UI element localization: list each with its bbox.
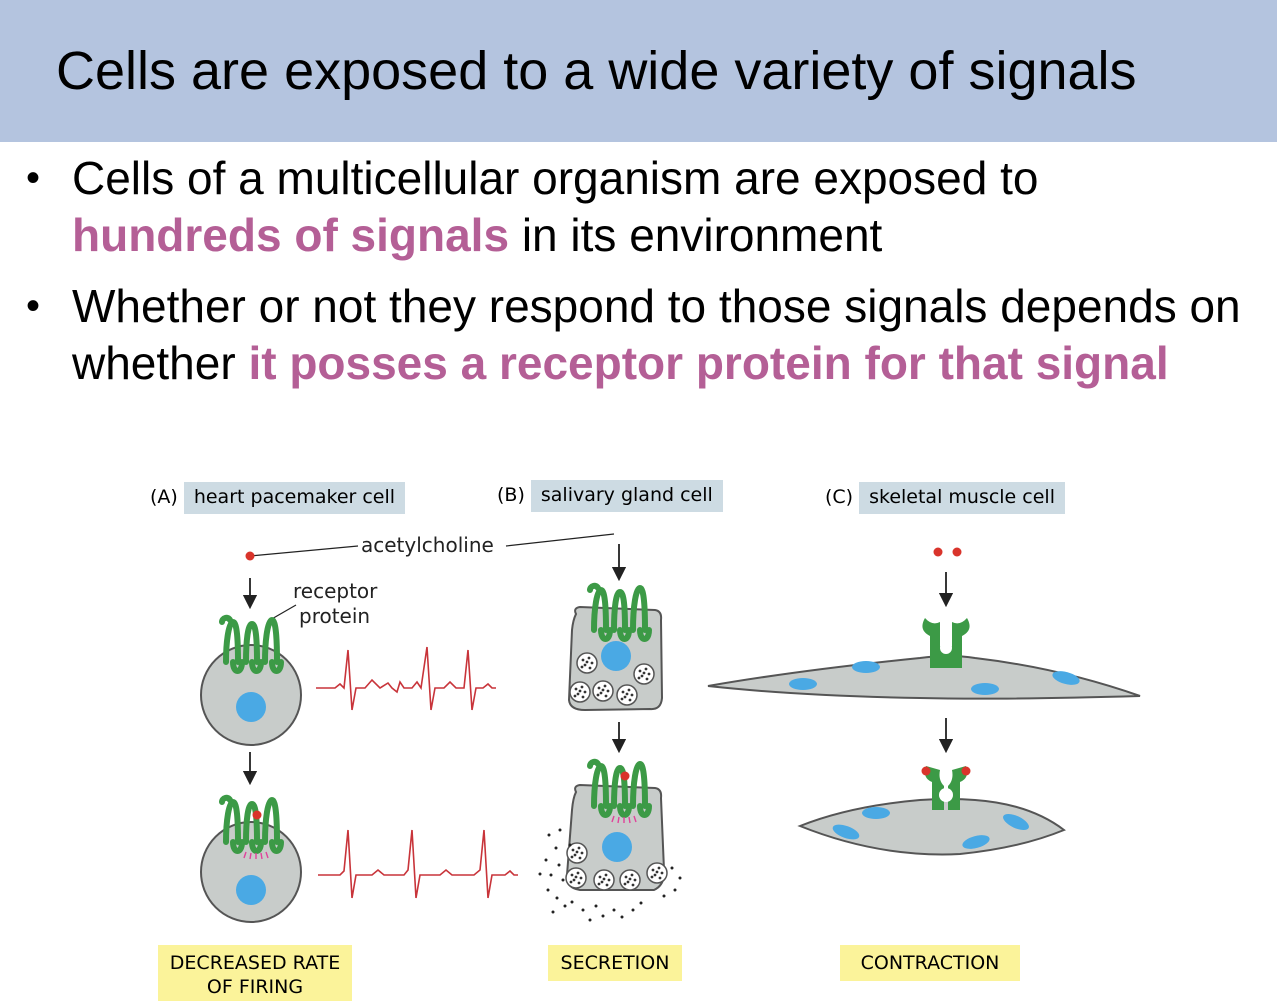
- nucleus: [862, 807, 890, 819]
- ion-channel-icon: [924, 766, 968, 810]
- ion-channel-icon: [922, 618, 970, 668]
- panel-label-a: (A)heart pacemaker cell: [150, 482, 406, 514]
- activation-marks: [243, 851, 269, 860]
- signaling-figure: (A)heart pacemaker cell (B)salivary glan…: [0, 470, 1277, 1001]
- vesicle: [593, 869, 615, 891]
- activation-marks: [611, 815, 637, 824]
- channel-pore: [940, 642, 952, 654]
- outcome-text: OF FIRING: [206, 976, 304, 998]
- acetylcholine-dot: [961, 766, 971, 776]
- panel-letter: (C): [825, 486, 854, 508]
- title-bar: Cells are exposed to a wide variety of s…: [0, 0, 1277, 142]
- vesicle: [576, 652, 598, 674]
- outcome-text: CONTRACTION: [860, 952, 1000, 974]
- panel-name: skeletal muscle cell: [859, 482, 1065, 514]
- bullet-text: in its environment: [509, 209, 883, 261]
- slide-title: Cells are exposed to a wide variety of s…: [56, 41, 1137, 101]
- acetylcholine-dot: [245, 551, 255, 561]
- nucleus: [832, 824, 860, 840]
- vesicle: [646, 862, 668, 884]
- panel-b-graphic: [538, 544, 682, 922]
- signal-pointer-lines: [249, 533, 615, 557]
- nucleus: [962, 835, 990, 849]
- bullet-dot: •: [26, 284, 41, 328]
- cell: [200, 821, 302, 923]
- acetylcholine-dot: [620, 771, 630, 781]
- outcome-label-b: SECRETION: [548, 945, 682, 981]
- bullet-text: Cells of a multicellular organism are ex…: [72, 152, 1039, 204]
- acetylcholine-dot: [933, 547, 943, 557]
- acetylcholine-dot: [952, 547, 962, 557]
- nucleus: [852, 661, 880, 673]
- nucleus: [236, 875, 266, 905]
- nucleus: [789, 678, 817, 690]
- panel-a-graphic: receptor protein: [200, 551, 518, 923]
- nucleus: [601, 641, 631, 671]
- nucleus: [236, 692, 266, 722]
- signal-label: acetylcholine: [361, 533, 494, 557]
- nucleus: [1003, 813, 1029, 831]
- channel-pore: [939, 788, 953, 802]
- nucleus: [602, 832, 632, 862]
- vesicle: [569, 681, 591, 703]
- ecg-trace-slowed: [318, 829, 518, 899]
- outcome-text: SECRETION: [560, 952, 670, 974]
- vesicle: [592, 680, 614, 702]
- bullet-dot: •: [26, 156, 41, 200]
- bullet-text: Whether or not they respond to those sig…: [72, 280, 1241, 389]
- panel-letter: (B): [497, 484, 525, 506]
- acetylcholine-dot: [252, 810, 262, 820]
- panel-name: salivary gland cell: [530, 480, 723, 512]
- panel-label-b: (B)salivary gland cell: [497, 480, 723, 512]
- outcome-label-c: CONTRACTION: [840, 945, 1020, 981]
- outcome-text: DECREASED RATE: [169, 952, 341, 974]
- panel-c-graphic: [707, 547, 1141, 856]
- vesicle: [565, 867, 587, 889]
- acetylcholine-dot: [921, 766, 931, 776]
- nucleus: [1052, 671, 1080, 685]
- outcome-label-a: DECREASED RATE OF FIRING: [158, 945, 352, 1001]
- panel-letter: (A): [150, 486, 178, 508]
- nucleus: [971, 683, 999, 695]
- ecg-trace-normal: [316, 646, 496, 711]
- panel-label-c: (C)skeletal muscle cell: [825, 482, 1065, 514]
- figure-drawing: acetylcholine receptor protein: [200, 533, 1141, 923]
- receptor-label: protein: [299, 604, 370, 628]
- vesicle: [619, 869, 641, 891]
- receptor-label: receptor: [293, 579, 378, 603]
- panel-name: heart pacemaker cell: [183, 482, 406, 514]
- bullet-highlight: hundreds of signals: [72, 209, 510, 261]
- secreted-particles: [538, 828, 682, 922]
- vesicle: [616, 684, 638, 706]
- vesicle: [633, 663, 655, 685]
- bullet-highlight: it posses a receptor protein for that si…: [248, 337, 1169, 389]
